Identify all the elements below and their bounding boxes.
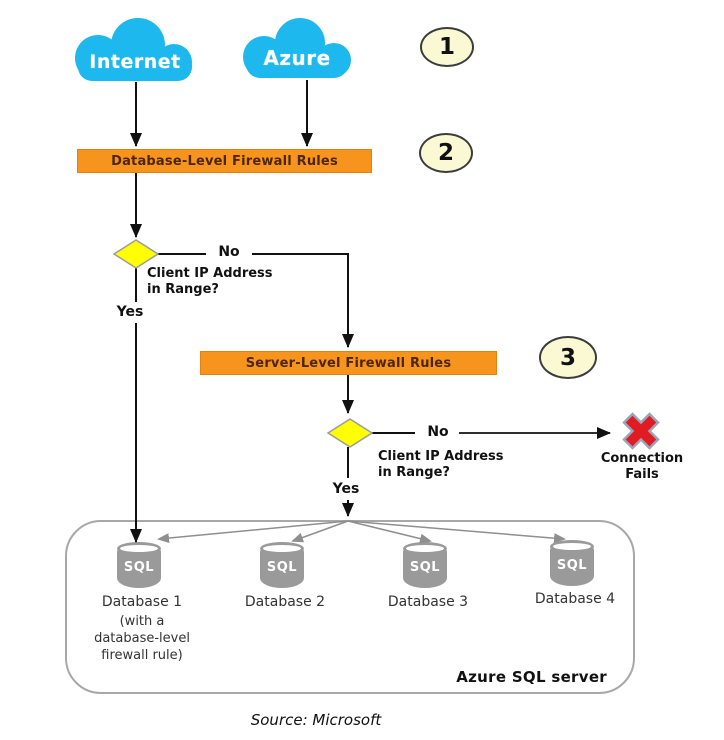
- internet-cloud-label: Internet: [89, 51, 181, 73]
- step-number: 2: [437, 140, 454, 166]
- source-caption: Source: Microsoft: [250, 711, 382, 729]
- step-badge-1: 1: [420, 27, 474, 67]
- database1-note-line3: firewall rule): [101, 648, 183, 663]
- step-badge-3: 3: [539, 336, 597, 379]
- database1-note-line1: (with a: [119, 614, 165, 629]
- step-number: 3: [559, 344, 576, 371]
- step-badge-2: 2: [419, 133, 473, 173]
- decision2-question: Client IP Address in Range?: [378, 449, 504, 481]
- database4-cylinder: SQL: [550, 540, 594, 586]
- decision2-question-line2: in Range?: [378, 465, 450, 480]
- decision2-diamond: [326, 418, 374, 448]
- server-level-firewall-box: Server-Level Firewall Rules: [200, 351, 497, 375]
- database3-cylinder: SQL: [403, 542, 447, 588]
- cylinder-top: [117, 542, 161, 555]
- cylinder-top: [260, 542, 304, 555]
- cloud-icon: [243, 18, 351, 78]
- azure-cloud: Azure: [234, 18, 360, 80]
- decision1-yes-label: Yes: [116, 304, 144, 320]
- connection-fails-line1: Connection: [600, 451, 684, 466]
- database1-label: Database 1: [101, 594, 183, 610]
- database4-label: Database 4: [534, 591, 616, 607]
- database2-label: Database 2: [244, 594, 326, 610]
- database1-note-line2: database-level: [94, 631, 190, 646]
- decision2-yes-label: Yes: [332, 481, 360, 497]
- decision1-question: Client IP Address in Range?: [147, 266, 273, 298]
- step-number: 1: [438, 34, 455, 60]
- sql-database-icon: SQL: [123, 560, 155, 575]
- internet-cloud: Internet: [64, 18, 206, 82]
- azure-sql-server-label: Azure SQL server: [456, 668, 607, 686]
- cloud-icon: [75, 18, 192, 81]
- database2-cylinder: SQL: [260, 542, 304, 588]
- database3-label: Database 3: [387, 594, 469, 610]
- decision1-diamond: [112, 239, 160, 269]
- decision2-no-label: No: [427, 424, 449, 440]
- azure-cloud-label: Azure: [263, 46, 331, 70]
- cylinder-top: [403, 542, 447, 555]
- connection-fails-label: Connection Fails: [582, 451, 702, 483]
- database-level-firewall-box: Database-Level Firewall Rules: [77, 149, 372, 173]
- cylinder-top: [550, 540, 594, 553]
- sql-database-icon: SQL: [409, 560, 441, 575]
- connection-fails-line2: Fails: [625, 467, 659, 482]
- decision1-question-line1: Client IP Address: [147, 266, 273, 281]
- sql-database-icon: SQL: [266, 560, 298, 575]
- decision2-question-line1: Client IP Address: [378, 449, 504, 464]
- decision1-no-label: No: [218, 244, 240, 260]
- database1-note: (with a database-level firewall rule): [70, 613, 214, 664]
- decision1-question-line2: in Range?: [147, 282, 219, 297]
- sql-database-icon: SQL: [556, 558, 588, 573]
- connection-fails-x-icon: [622, 412, 660, 450]
- database1-cylinder: SQL: [117, 542, 161, 588]
